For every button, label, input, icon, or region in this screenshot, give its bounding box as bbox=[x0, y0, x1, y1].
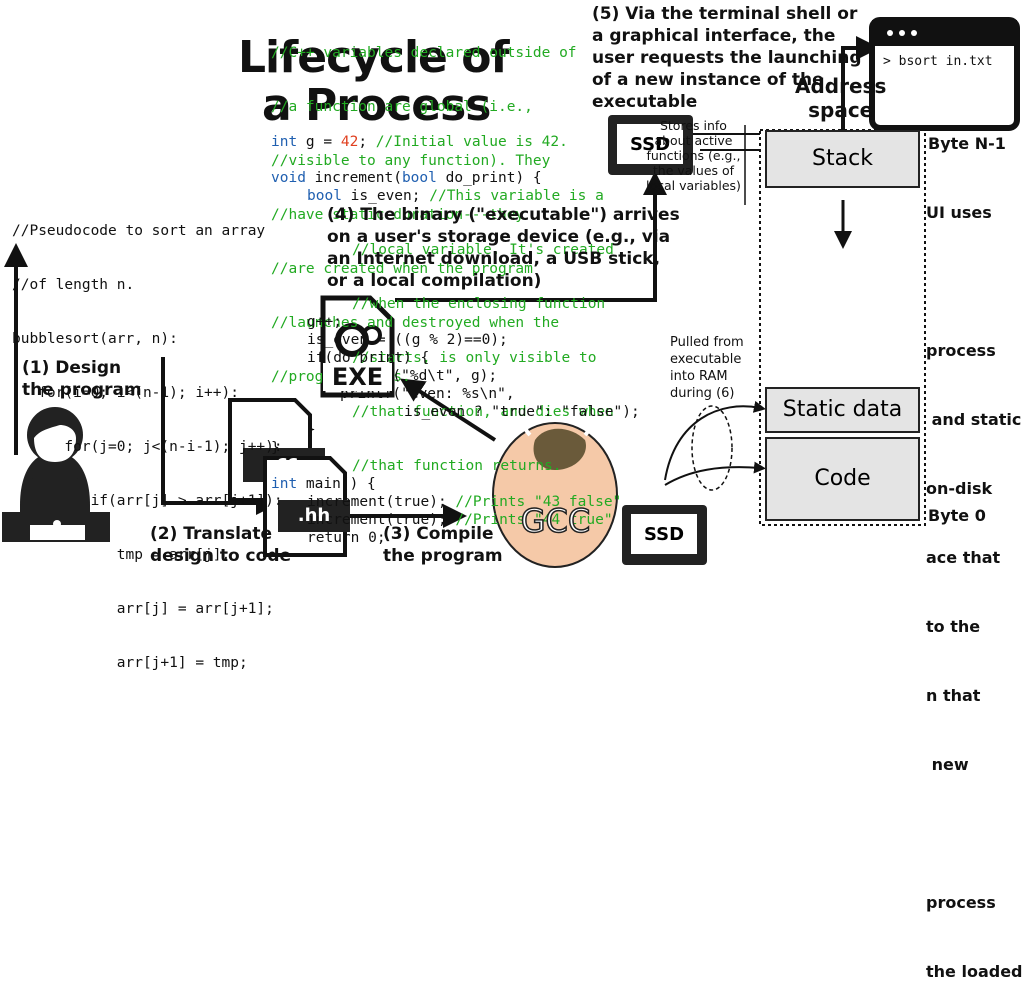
terminal-window-icon bbox=[869, 17, 1020, 131]
hh-file-icon bbox=[263, 456, 350, 557]
code-line-gpp: g++; bbox=[307, 314, 342, 330]
arrow-terminal bbox=[841, 36, 880, 130]
static-data-region: Static data bbox=[765, 387, 920, 433]
person-icon bbox=[2, 407, 110, 542]
hh-file-label: .hh bbox=[297, 505, 331, 526]
stack-region: Stack bbox=[765, 130, 920, 188]
arrow-gcc-exe bbox=[399, 378, 497, 442]
gcc-logo-icon bbox=[492, 416, 618, 568]
code-region: Code bbox=[765, 437, 920, 521]
terminal-command: > bsort in.txt bbox=[883, 54, 993, 69]
ssd-bottom-icon bbox=[622, 505, 707, 565]
global-var-decl: int g = 42; //Initial value is 42. bbox=[271, 134, 568, 150]
cc-file-label: .cc bbox=[269, 452, 299, 473]
right-truncated-text: UI uses process and static on-disk ace t… bbox=[926, 203, 1023, 981]
ssd-top-label: SSD bbox=[629, 134, 671, 155]
local-var-comment: //local variable. It's created //when th… bbox=[352, 242, 614, 474]
ssd-bottom-label: SSD bbox=[643, 524, 685, 545]
pseudocode-block: //Pseudocode to sort an array //of lengt… bbox=[12, 223, 283, 671]
pulled-note: Pulled from executable into RAM during (… bbox=[670, 335, 744, 401]
arrow-exe-ssd bbox=[395, 171, 667, 302]
code-return: return 0; bbox=[307, 530, 386, 546]
stack-note: Stores info about active functions (e.g.… bbox=[646, 118, 741, 193]
exe-file-label: EXE bbox=[323, 363, 392, 391]
page-title: Lifecycle of a Process bbox=[238, 32, 510, 131]
increment-fn-sig: void increment(bool do_print) { bbox=[271, 170, 542, 186]
code-call2: increment(true); //Prints "44 true" bbox=[307, 512, 613, 528]
code-line-ternary: is_even ? "true": "false"); bbox=[404, 404, 640, 420]
byte-top-label: Byte N-1 bbox=[928, 134, 1006, 153]
code-line-if: if(do_print) { bbox=[307, 350, 430, 366]
code-close-fn: } bbox=[271, 440, 280, 456]
code-call1: increment(true); //Prints "43 false" bbox=[307, 494, 622, 510]
byte-bottom-label: Byte 0 bbox=[928, 506, 986, 525]
ssd-top-icon bbox=[608, 115, 693, 175]
code-close-if: } bbox=[307, 422, 316, 438]
global-var-comment: //C++ variables declared outside of //a … bbox=[271, 45, 577, 385]
local-var-decl: bool is_even; //This variable is a bbox=[307, 188, 604, 204]
code-main-sig: int main() { bbox=[271, 476, 376, 492]
arrow-translate bbox=[161, 357, 280, 515]
gcc-label: GCC bbox=[520, 501, 591, 541]
diagram-graphics bbox=[2, 17, 1020, 568]
code-line-is-even: is_even = ((g % 2)==0); bbox=[307, 332, 508, 348]
address-space-border bbox=[759, 129, 926, 526]
